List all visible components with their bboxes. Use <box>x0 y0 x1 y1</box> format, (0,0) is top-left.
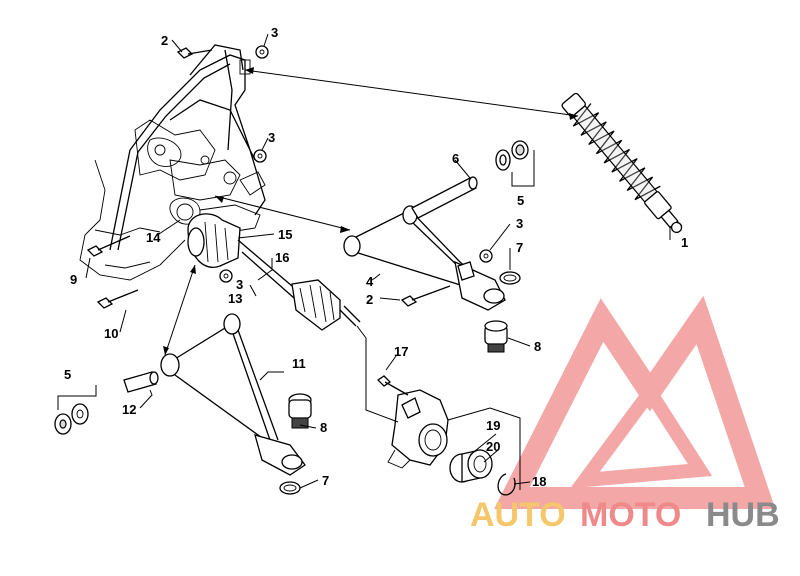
callout-20: 20 <box>486 439 500 454</box>
callout-13: 13 <box>228 291 242 306</box>
callout-16: 16 <box>275 250 289 265</box>
callout-4: 4 <box>366 274 374 289</box>
callout-8-upper: 8 <box>534 339 541 354</box>
callout-11: 11 <box>292 356 306 371</box>
watermark-logo <box>494 295 776 509</box>
snap-ring-lower <box>279 481 301 495</box>
callout-18: 18 <box>532 474 546 489</box>
callout-19: 19 <box>486 418 500 433</box>
watermark-auto: AUTO <box>470 496 566 534</box>
snap-ring-18 <box>497 473 516 496</box>
callout-numbers: 1 2 2 3 3 3 3 4 5 5 6 7 7 8 8 9 10 11 12… <box>64 25 688 489</box>
callout-2-top: 2 <box>161 33 168 48</box>
callout-6: 6 <box>452 151 459 166</box>
watermark-moto: MOTO <box>580 496 681 534</box>
callout-3-lower: 3 <box>236 277 243 292</box>
bolts-nuts <box>86 45 493 309</box>
callout-9: 9 <box>70 272 77 287</box>
callout-12: 12 <box>122 402 136 417</box>
wheel-bearing <box>449 449 493 483</box>
callout-3-right: 3 <box>516 216 523 231</box>
snap-ring-upper <box>499 271 521 285</box>
callout-1: 1 <box>681 235 688 250</box>
callout-2-right: 2 <box>366 292 373 307</box>
lower-bushing-kit <box>54 371 159 435</box>
callout-5-top: 5 <box>517 193 524 208</box>
callout-17: 17 <box>394 344 408 359</box>
frame-assembly <box>79 44 266 281</box>
callout-14: 14 <box>146 230 161 245</box>
ball-joint-lower <box>288 393 312 429</box>
callout-15: 15 <box>278 227 292 242</box>
lower-a-arm <box>160 313 306 476</box>
bolt-17 <box>376 375 409 396</box>
upper-bushing-kit <box>411 140 529 219</box>
callout-5-lower: 5 <box>64 367 71 382</box>
callout-7-top: 7 <box>516 240 523 255</box>
callout-8-lower: 8 <box>320 420 327 435</box>
watermark-text: AUTO MOTO HUB <box>470 496 780 534</box>
callout-3-top: 3 <box>271 25 278 40</box>
upper-a-arm <box>343 205 506 311</box>
drive-shaft-assembly <box>187 213 361 331</box>
ball-joint-upper <box>484 320 508 353</box>
leader-lines <box>57 33 671 490</box>
shock-absorber <box>561 92 683 234</box>
callout-7-lower: 7 <box>322 473 329 488</box>
steering-knuckle <box>387 389 449 469</box>
callout-3-mid: 3 <box>268 130 275 145</box>
callout-10: 10 <box>104 326 118 341</box>
watermark-hub: HUB <box>706 496 780 534</box>
